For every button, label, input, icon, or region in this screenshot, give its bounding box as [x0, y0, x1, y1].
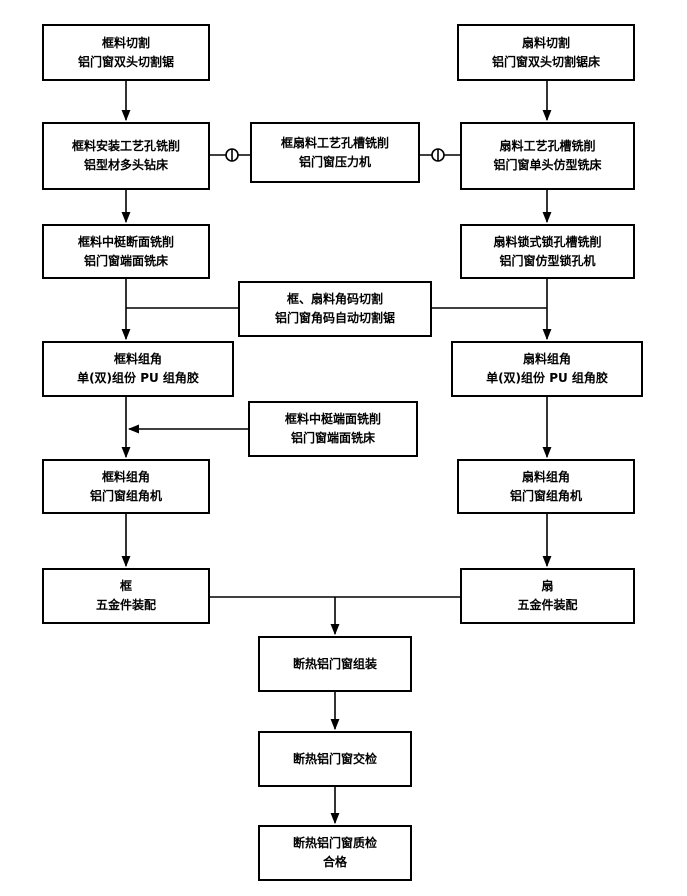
node-text: 扇 [541, 579, 554, 593]
node-frame-cut: 框料切割 铝门窗双头切割锯 [42, 24, 210, 81]
node-frame-hardware: 框 五金件装配 [42, 568, 210, 624]
node-corner-cut: 框、扇料角码切割 铝门窗角码自动切割锯 [238, 281, 432, 337]
node-text: 铝门窗组角机 [89, 488, 162, 503]
node-text: 铝门窗双头切割锯床 [491, 54, 600, 69]
node-text: 铝门窗角码自动切割锯 [274, 311, 395, 325]
node-text: 五金件装配 [517, 598, 578, 612]
node-text: 框扇料工艺孔槽铣削 [280, 135, 389, 150]
node-text: 扇料工艺孔槽铣削 [499, 139, 596, 153]
node-frame-drill: 框料安装工艺孔铣削 铝型材多头钻床 [42, 122, 210, 190]
node-text: 单(双)组份 PU 组角胶 [77, 371, 199, 385]
node-text: 铝门窗双头切割锯 [77, 54, 174, 69]
node-text: 合格 [322, 855, 347, 869]
node-frame-mullion: 框料中梃断面铣削 铝门窗端面铣床 [42, 224, 210, 279]
node-text: 框料安装工艺孔铣削 [71, 139, 180, 153]
node-assembly: 断热铝门窗组装 [258, 636, 412, 692]
node-text: 铝门窗端面铣床 [83, 253, 168, 268]
node-text: 框料组角 [101, 469, 150, 484]
node-sash-corner-machine: 扇料组角 铝门窗组角机 [457, 459, 635, 514]
node-text: 框 [119, 579, 132, 593]
node-frame-corner-machine: 框料组角 铝门窗组角机 [42, 459, 210, 514]
node-frame-sash-slot: 框扇料工艺孔槽铣削 铝门窗压力机 [250, 122, 420, 183]
node-sash-lock: 扇料锁式锁孔槽铣削 铝门窗仿型锁孔机 [460, 224, 635, 279]
node-frame-corner-glue: 框料组角 单(双)组份 PU 组角胶 [42, 341, 234, 397]
node-text: 铝门窗组角机 [509, 488, 582, 503]
node-text: 单(双)组份 PU 组角胶 [486, 371, 608, 385]
node-sash-corner-glue: 扇料组角 单(双)组份 PU 组角胶 [451, 341, 643, 397]
node-frame-mullion-end: 框料中梃端面铣削 铝门窗端面铣床 [248, 401, 418, 457]
node-text: 五金件装配 [95, 598, 156, 612]
node-text: 扇料组角 [522, 352, 571, 366]
node-text: 扇料组角 [521, 469, 570, 484]
node-text: 铝门窗压力机 [298, 154, 371, 169]
node-sash-hardware: 扇 五金件装配 [460, 568, 635, 624]
node-text: 扇料切割 [521, 35, 570, 50]
node-text: 框料中梃断面铣削 [77, 234, 174, 249]
node-inspection: 断热铝门窗交检 [258, 731, 412, 787]
node-qualified: 断热铝门窗质检 合格 [258, 825, 412, 881]
node-text: 框、扇料角码切割 [286, 292, 383, 306]
node-text: 框料组角 [113, 352, 162, 366]
node-text: 框料中梃端面铣削 [284, 412, 381, 426]
node-text: 扇料锁式锁孔槽铣削 [493, 234, 602, 249]
node-text: 铝门窗仿型锁孔机 [499, 253, 596, 268]
node-sash-cut: 扇料切割 铝门窗双头切割锯床 [457, 24, 635, 81]
node-text: 铝门窗端面铣床 [290, 431, 375, 445]
node-text: 断热铝门窗质检 [292, 836, 377, 850]
node-text: 框料切割 [101, 35, 150, 50]
node-text: 铝门窗单头仿型铣床 [493, 158, 602, 172]
node-sash-slot: 扇料工艺孔槽铣削 铝门窗单头仿型铣床 [460, 122, 635, 190]
node-text: 断热铝门窗交检 [292, 751, 377, 766]
node-text: 断热铝门窗组装 [292, 656, 377, 671]
node-text: 铝型材多头钻床 [83, 158, 168, 172]
